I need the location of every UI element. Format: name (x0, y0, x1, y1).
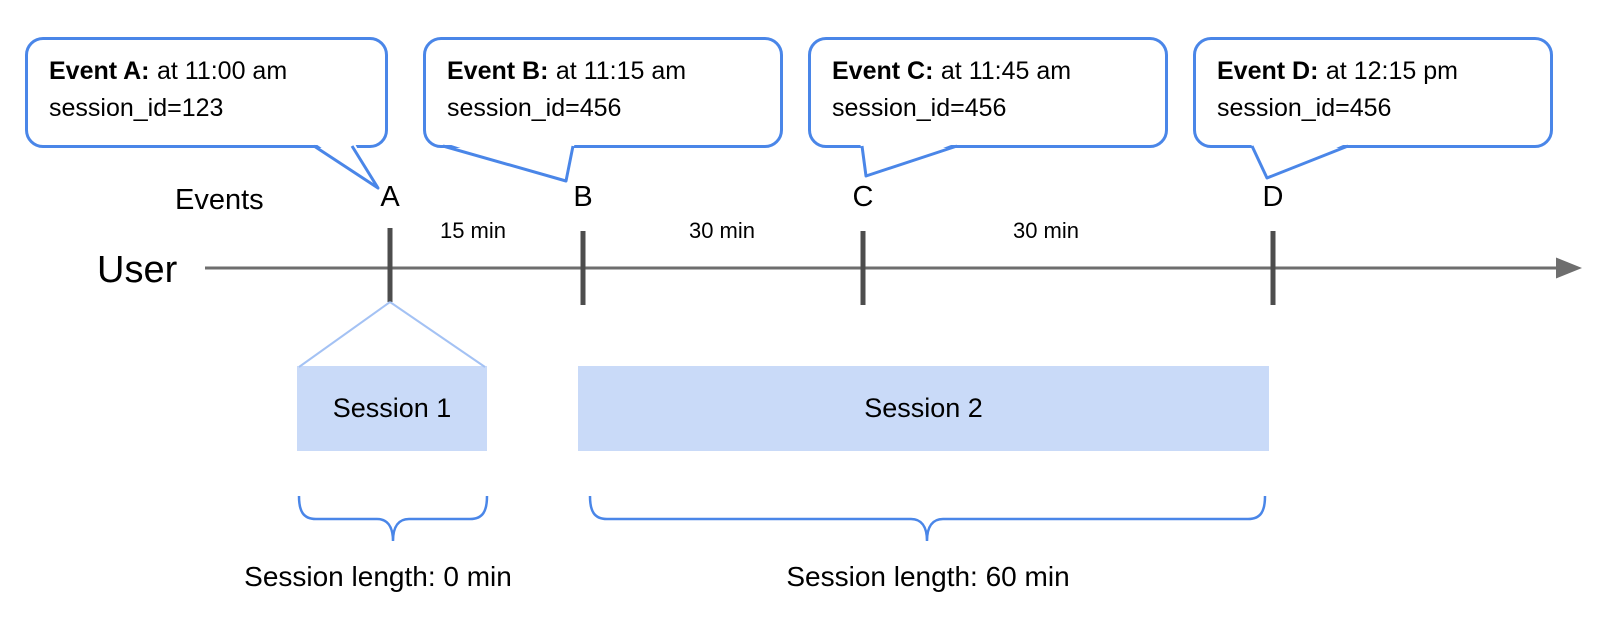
user-row-label: User (97, 249, 178, 291)
event-b-bubble: Event B:at 11:15 am session_id=456 (423, 37, 783, 148)
event-b-bubble-tail (442, 142, 575, 183)
event-marker-b-label: B (573, 181, 593, 213)
event-d-session-id: session_id=456 (1217, 94, 1392, 122)
event-marker-a-label: A (380, 181, 400, 213)
session-1-length-label: Session length: 0 min (244, 561, 512, 592)
event-c-time: at 11:45 am (940, 57, 1072, 85)
session-2-label: Session 2 (864, 393, 983, 423)
events-row-label: Events (175, 184, 264, 216)
bubble-line-1: Event D:at 12:15 pm (1217, 53, 1530, 90)
tail-mask (313, 142, 378, 187)
bubble-line-1: Event A:at 11:00 am (49, 53, 365, 90)
session-1-fan-line-left (298, 301, 391, 368)
tail-outline (442, 144, 575, 183)
event-a-bubble: Event A:at 11:00 am session_id=123 (25, 37, 388, 148)
bubble-line-1: Event C:at 11:45 am (832, 53, 1145, 90)
session-2-brace (588, 495, 1267, 542)
session-1-brace (297, 495, 489, 542)
event-a-session-id: session_id=123 (49, 94, 224, 122)
event-a-bubble-tail (313, 142, 380, 190)
tail-outline (1250, 144, 1349, 180)
event-a-time: at 11:00 am (156, 57, 288, 85)
event-marker-d-label: D (1262, 181, 1284, 213)
event-a-title: Event A: (49, 57, 150, 85)
event-c-title: Event C: (832, 57, 934, 85)
event-b-session-id: session_id=456 (447, 94, 622, 122)
interval-c-d-label: 30 min (1012, 218, 1080, 243)
tail-mask (442, 142, 575, 182)
interval-b-c-label: 30 min (688, 218, 756, 243)
session-2-length-label: Session length: 60 min (786, 561, 1070, 592)
session-1-fan-line-right (389, 301, 486, 368)
session-1-label: Session 1 (332, 393, 452, 423)
event-marker-c-label: C (852, 181, 874, 213)
timeline-arrowhead-icon (1556, 257, 1582, 279)
event-d-title: Event D: (1217, 57, 1319, 85)
event-b-time: at 11:15 am (555, 57, 687, 85)
tail-outline (313, 144, 380, 190)
event-d-time: at 12:15 pm (1325, 57, 1458, 85)
event-d-bubble: Event D:at 12:15 pm session_id=456 (1193, 37, 1553, 148)
tail-outline (860, 144, 958, 178)
session-1-bar: Session 1 (297, 366, 487, 451)
event-c-bubble: Event C:at 11:45 am session_id=456 (808, 37, 1168, 148)
event-b-title: Event B: (447, 57, 549, 85)
interval-a-b-label: 15 min (439, 218, 507, 243)
event-c-session-id: session_id=456 (832, 94, 1007, 122)
session-2-bar: Session 2 (578, 366, 1269, 451)
bubble-line-1: Event B:at 11:15 am (447, 53, 760, 90)
